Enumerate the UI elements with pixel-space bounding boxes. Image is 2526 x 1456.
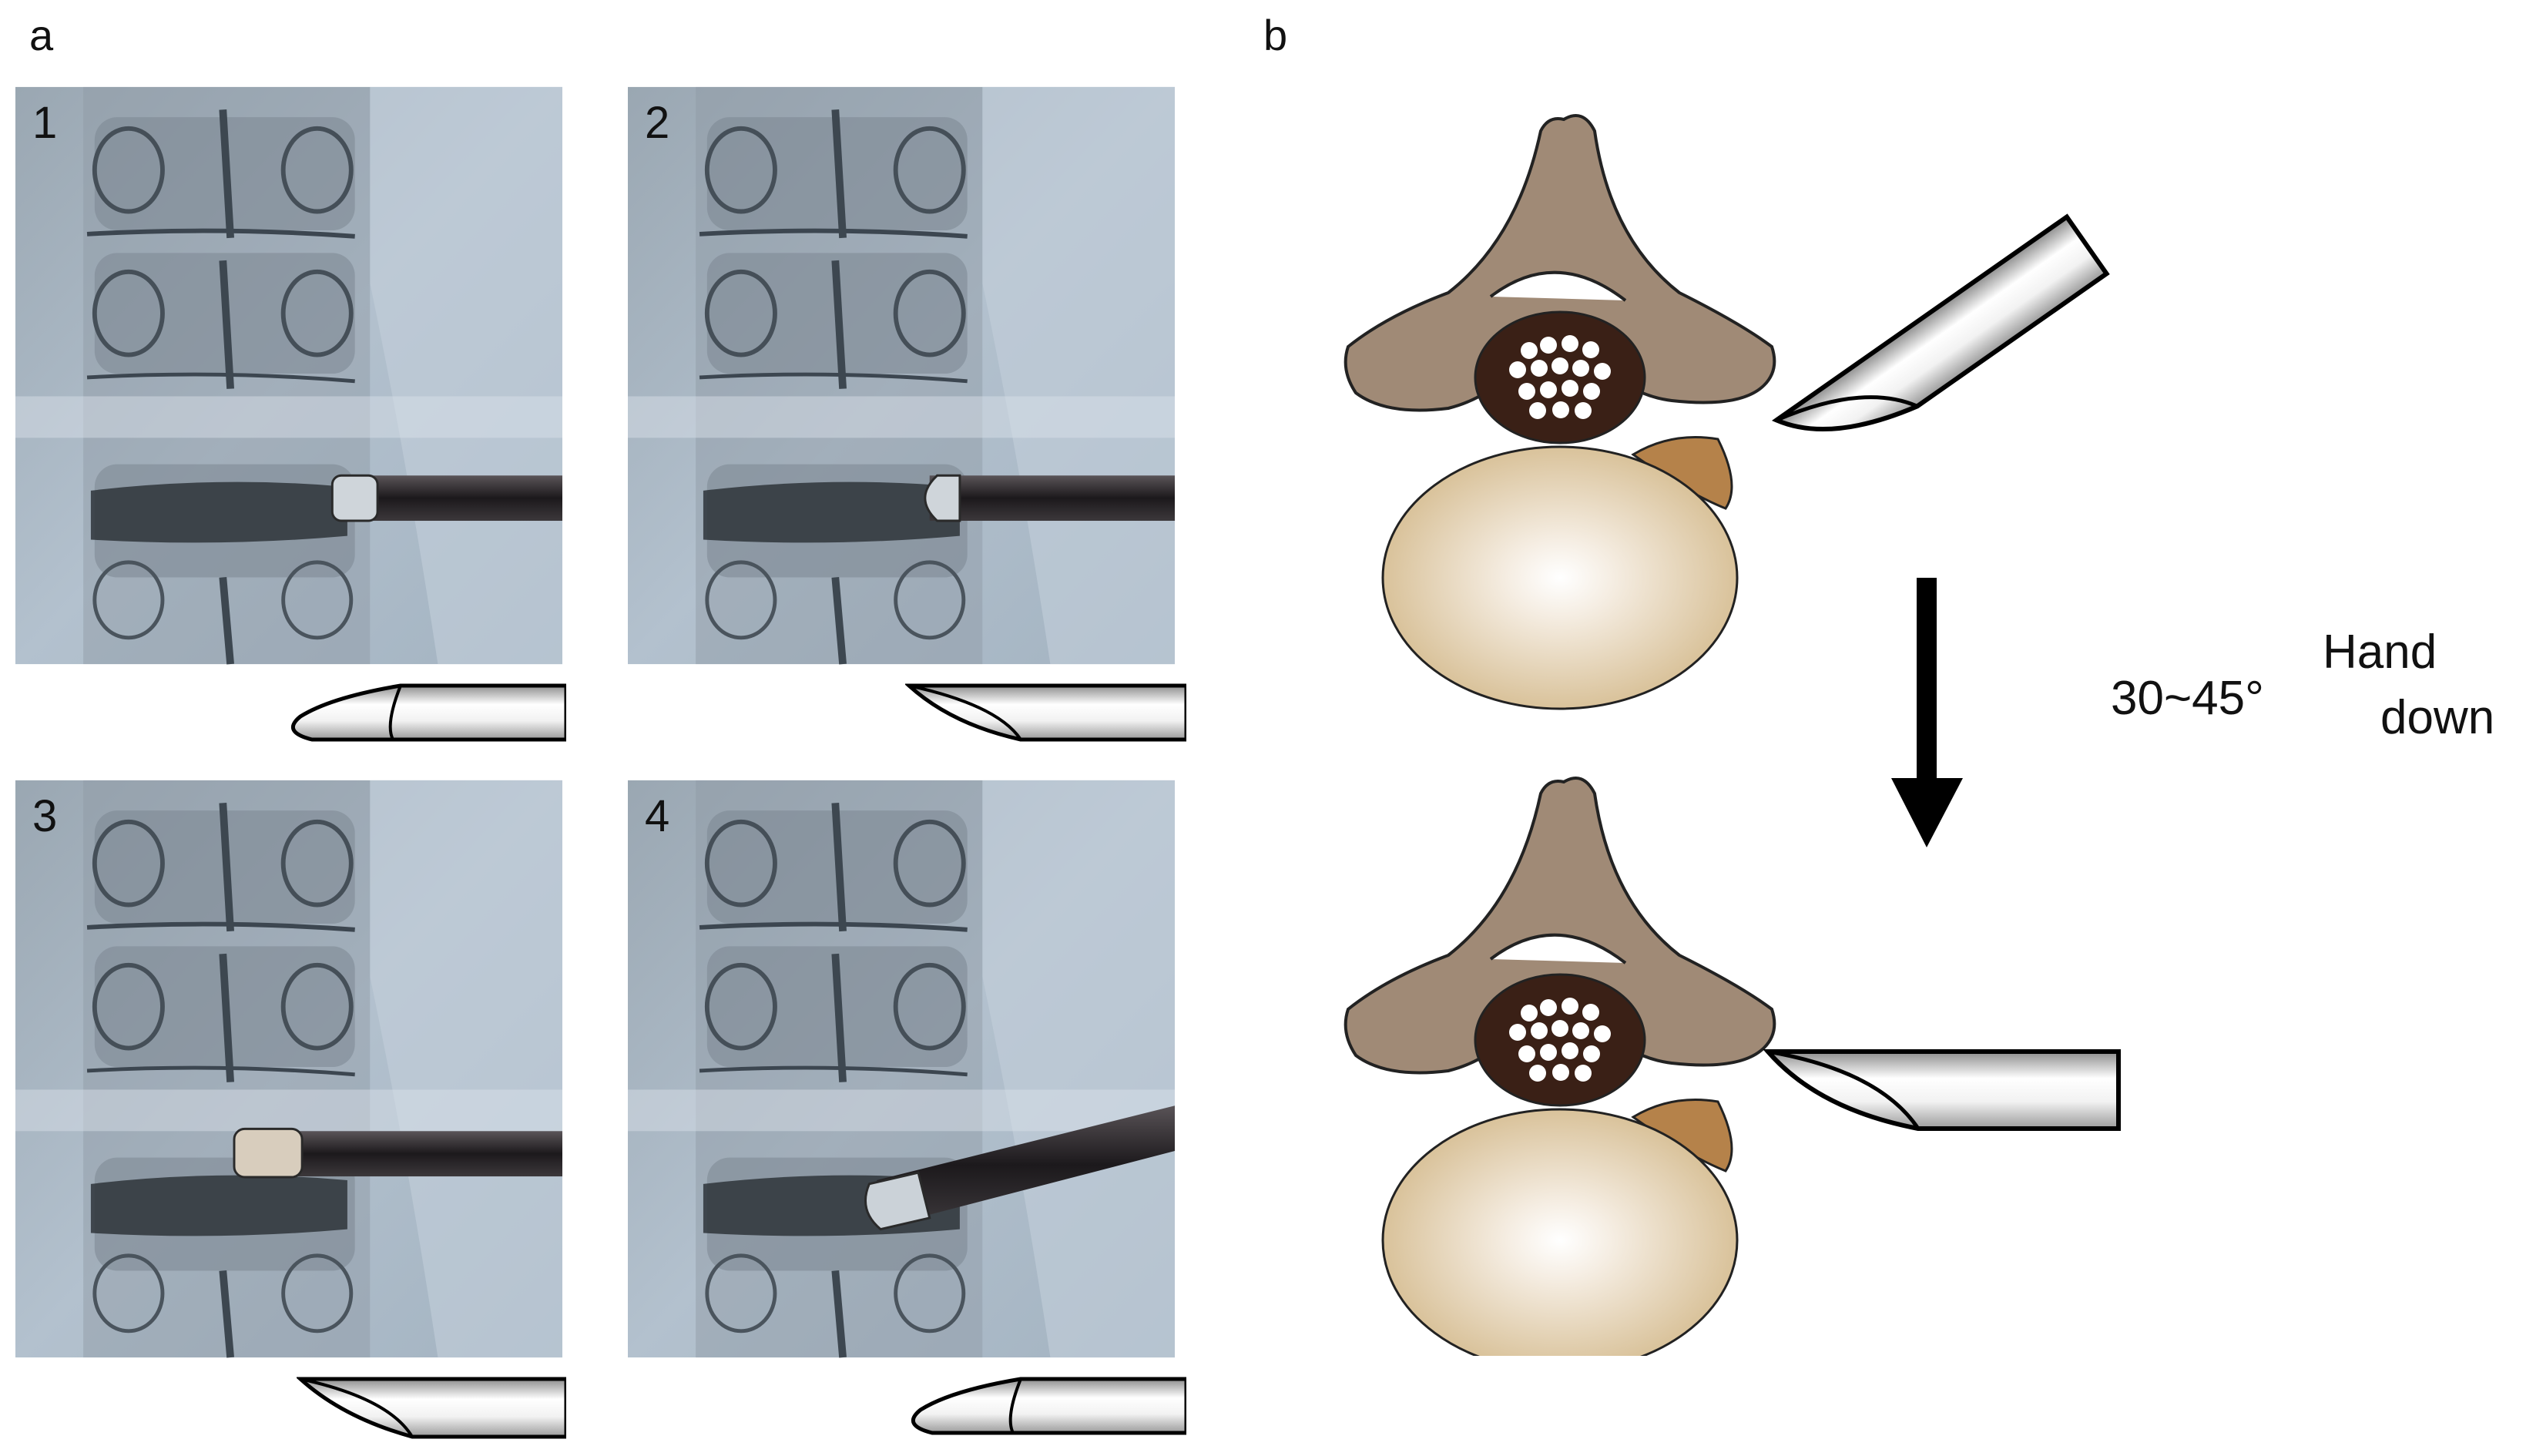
xray-frame-1: 1 [15, 81, 562, 670]
panel-b-label: b [1263, 11, 1288, 59]
angle-label: 30~45° [2111, 672, 2264, 725]
panel-a-label: a [29, 11, 54, 59]
endoscope-tip [864, 1171, 931, 1231]
bevel-icon-3 [297, 1377, 566, 1439]
frame-number-3: 3 [32, 791, 58, 841]
hand-down-arrow [1891, 578, 1963, 847]
endoscope-tip [330, 474, 379, 522]
frame-number-1: 1 [32, 98, 58, 148]
needle-angled [1771, 213, 2110, 431]
motion-label-line1: Hand [2323, 626, 2437, 679]
motion-label-line2: down [2380, 691, 2495, 744]
endoscope-tip [924, 474, 961, 522]
endoscope-tip [233, 1127, 304, 1179]
disc [1381, 445, 1739, 710]
spinal-canal [1474, 310, 1646, 445]
xray-frame-4: 4 [628, 774, 1175, 1364]
vertebra-top [1344, 114, 1776, 710]
nerve-dots [1509, 335, 1611, 419]
schematic-diagram [1344, 114, 2121, 1356]
bevel-icon-2 [905, 683, 1186, 742]
xray-frame-3: 3 [15, 774, 562, 1364]
frame-number-2: 2 [645, 98, 670, 148]
frame-number-4: 4 [645, 791, 670, 841]
vertebra-bottom [1344, 777, 1776, 1356]
needle-horizontal [1763, 1049, 2121, 1131]
bevel-icon-4 [911, 1377, 1186, 1435]
xray-frame-2: 2 [628, 81, 1175, 670]
bevel-icon-1 [290, 683, 566, 742]
